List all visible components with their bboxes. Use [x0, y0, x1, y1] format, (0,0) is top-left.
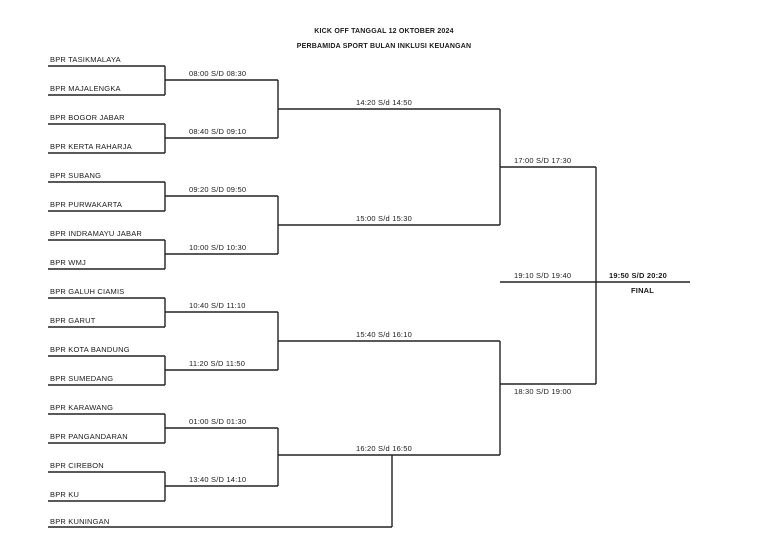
team-label: BPR SUBANG	[50, 171, 102, 180]
match-time: 08:00 S/D 08:30	[189, 69, 247, 78]
match-time: 18:30 S/D 19:00	[514, 387, 572, 396]
match-time: 11:20 S/D 11:50	[189, 359, 246, 368]
team-label: BPR KUNINGAN	[50, 517, 110, 526]
team-label: BPR WMJ	[50, 258, 86, 267]
team-label: BPR PURWAKARTA	[50, 200, 123, 209]
bracket-title: KICK OFF TANGGAL 12 OKTOBER 2024	[314, 28, 454, 35]
match-time: 13:40 S/D 14:10	[189, 475, 247, 484]
bracket-subtitle: PERBAMIDA SPORT BULAN INKLUSI KEUANGAN	[296, 43, 472, 50]
match-time: 10:00 S/D 10:30	[189, 243, 247, 252]
match-time: 01:00 S/D 01:30	[189, 417, 247, 426]
team-label: BPR PANGANDARAN	[50, 432, 128, 441]
match-time: 14:20 S/d 14:50	[356, 98, 412, 107]
match-time: 15:00 S/d 15:30	[356, 214, 412, 223]
team-label: BPR KOTA BANDUNG	[50, 345, 130, 354]
match-time: 10:40 S/D 11:10	[189, 301, 246, 310]
team-label: BPR GARUT	[50, 316, 96, 325]
team-label: BPR INDRAMAYU JABAR	[50, 229, 143, 238]
match-time: 08:40 S/D 09:10	[189, 127, 247, 136]
team-label: BPR KERTA RAHARJA	[50, 142, 132, 151]
team-label: BPR SUMEDANG	[50, 374, 114, 383]
team-label: BPR MAJALENGKA	[50, 84, 121, 93]
team-label: BPR CIREBON	[50, 461, 104, 470]
match-time: 09:20 S/D 09:50	[189, 185, 247, 194]
final-time: 19:50 S/D 20:20	[609, 271, 668, 280]
team-label: BPR BOGOR JABAR	[50, 113, 125, 122]
match-time: 16:20 S/d 16:50	[356, 444, 412, 453]
final-label: FINAL	[631, 286, 655, 295]
match-time: 15:40 S/d 16:10	[356, 330, 412, 339]
team-label: BPR GALUH CIAMIS	[50, 287, 125, 296]
third-place-time: 19:10 S/D 19:40	[514, 271, 572, 280]
match-time: 17:00 S/D 17:30	[514, 156, 572, 165]
team-label: BPR TASIKMALAYA	[50, 55, 121, 64]
team-label: BPR KARAWANG	[50, 403, 114, 412]
team-label: BPR KU	[50, 490, 80, 499]
